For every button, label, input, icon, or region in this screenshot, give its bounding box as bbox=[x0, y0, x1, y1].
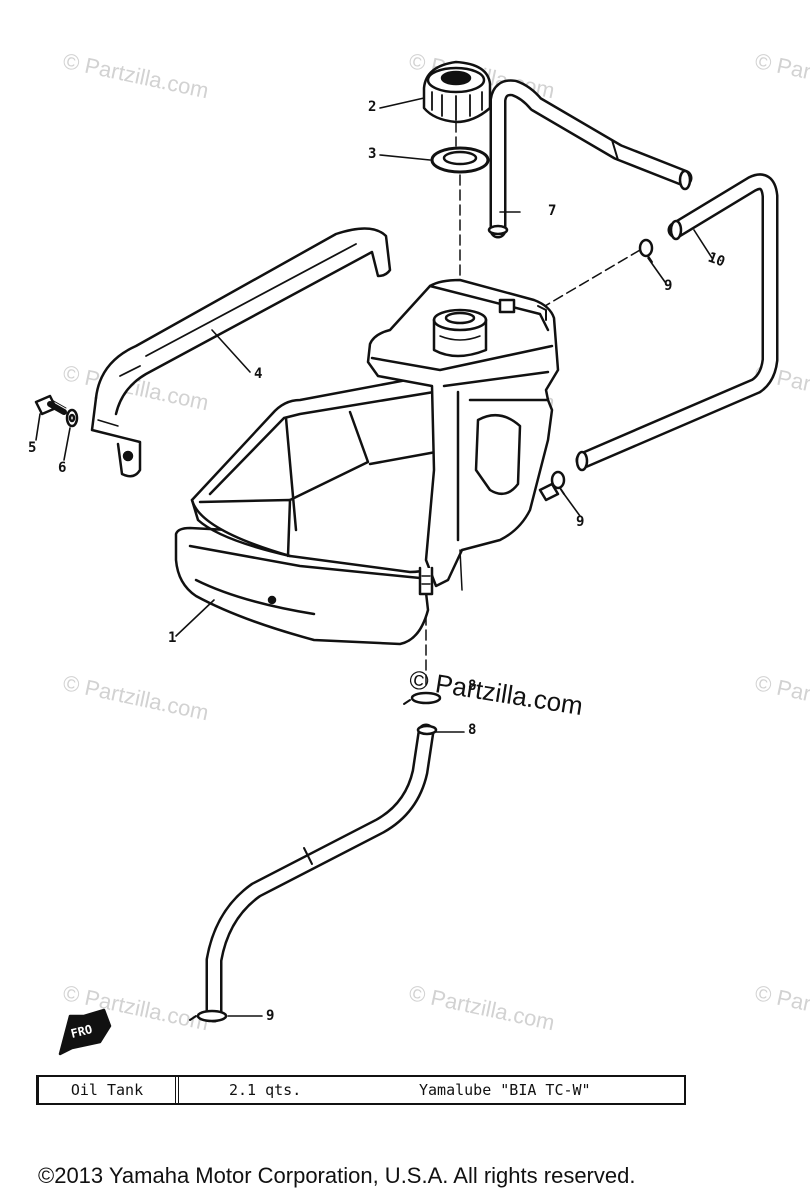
front-direction-label: FRO bbox=[69, 1022, 93, 1041]
callout-part-1: 1 bbox=[168, 630, 177, 646]
callout-part-5: 5 bbox=[28, 440, 37, 456]
overflow-hose bbox=[575, 173, 779, 472]
washer bbox=[65, 408, 79, 428]
callout-part-8-lower: 8 bbox=[468, 722, 477, 738]
callout-part-3: 3 bbox=[368, 146, 377, 162]
hose-clamp bbox=[638, 238, 654, 263]
hose-clamp bbox=[189, 1009, 228, 1023]
vent-hose bbox=[487, 79, 693, 239]
front-direction-arrow bbox=[58, 1008, 112, 1056]
hose-clamp bbox=[550, 470, 566, 495]
feed-hose bbox=[205, 723, 438, 1023]
oil-tank bbox=[174, 278, 560, 646]
cap-gasket bbox=[430, 146, 490, 174]
callout-part-9: 9 bbox=[664, 278, 673, 294]
callout-part-7: 7 bbox=[548, 203, 557, 219]
callout-part-9: 9 bbox=[266, 1008, 275, 1024]
copyright-notice: ©2013 Yamaha Motor Corporation, U.S.A. A… bbox=[38, 1163, 636, 1188]
callout-part-6: 6 bbox=[58, 460, 67, 476]
hose-clamp bbox=[403, 691, 442, 705]
spec-table: Oil Tank 2.1 qts. Yamalube "BIA TC-W" bbox=[36, 1075, 686, 1105]
tank-strap bbox=[90, 227, 392, 478]
callout-part-4: 4 bbox=[254, 366, 263, 382]
callout-part-8-upper: 8 bbox=[468, 678, 477, 694]
spec-lubricant: Yamalube "BIA TC-W" bbox=[419, 1081, 591, 1099]
spec-capacity: 2.1 qts. bbox=[229, 1081, 302, 1099]
callout-leaders bbox=[35, 97, 713, 1017]
callout-part-2: 2 bbox=[368, 99, 377, 115]
callout-part-9: 9 bbox=[576, 514, 585, 530]
spec-part-name: Oil Tank bbox=[39, 1077, 179, 1103]
mounting-bolt bbox=[34, 394, 67, 416]
filler-cap bbox=[422, 60, 492, 124]
